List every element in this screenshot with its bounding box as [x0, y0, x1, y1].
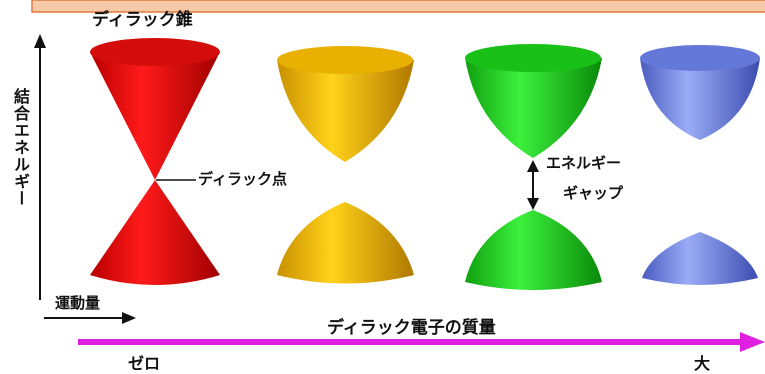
- green-lower-band: [465, 210, 602, 290]
- small-gap: [277, 46, 414, 284]
- yellow-upper-rim: [277, 46, 413, 74]
- mass-axis-end-label: 大: [694, 354, 711, 373]
- blue-upper-rim: [640, 45, 760, 71]
- mass-axis-label: ディラック電子の質量: [327, 318, 496, 338]
- zero-mass-cone: [90, 38, 220, 285]
- energy-gap-arrowhead-up: [527, 160, 539, 172]
- energy-gap-label-line1: エネルギー: [546, 154, 622, 172]
- mass-axis-arrowhead: [740, 332, 765, 352]
- dirac-point-label: ディラック点: [198, 170, 287, 188]
- yellow-lower-band: [277, 202, 414, 284]
- red-upper-rim: [90, 38, 220, 66]
- mass-axis-start-label: ゼロ: [128, 354, 161, 373]
- blue-upper-band: [640, 49, 760, 140]
- figure-title: ディラック錐: [92, 10, 193, 30]
- energy-gap-label-line2: ギャップ: [563, 184, 624, 202]
- momentum-axis-label: 運動量: [55, 294, 101, 312]
- energy-gap-arrowhead-down: [527, 198, 539, 210]
- large-gap: [640, 45, 760, 285]
- header-bar: [31, 0, 765, 13]
- energy-axis-label: 結合エネルギー: [11, 88, 30, 207]
- green-upper-rim: [465, 44, 601, 72]
- medium-gap: [465, 44, 602, 290]
- energy-gap-arrow: [527, 160, 539, 210]
- red-upper-cone: [90, 41, 220, 180]
- energy-axis-arrowhead: [34, 34, 46, 48]
- momentum-axis-arrowhead: [122, 312, 136, 324]
- green-upper-band: [465, 48, 602, 158]
- yellow-upper-band: [277, 50, 414, 162]
- red-lower-cone: [90, 180, 220, 285]
- blue-lower-band: [642, 232, 758, 285]
